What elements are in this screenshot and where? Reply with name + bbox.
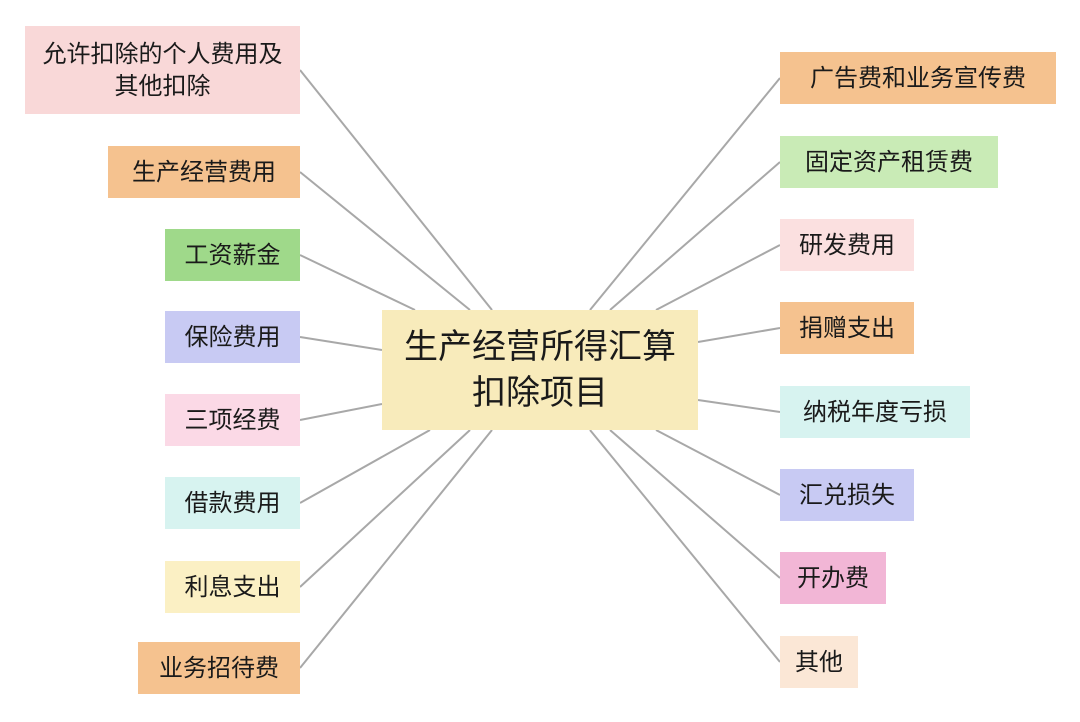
left-node-2-label: 工资薪金 (184, 241, 281, 269)
link-left-3 (299, 336, 383, 351)
left-node-0: 允许扣除的个人费用及其他扣除 (25, 26, 300, 114)
right-node-3-label: 捐赠支出 (799, 314, 895, 342)
right-node-5-label: 汇兑损失 (799, 481, 895, 509)
link-right-4 (697, 399, 781, 413)
right-node-7: 其他 (780, 636, 858, 688)
left-node-0-label: 允许扣除的个人费用及其他扣除 (42, 40, 283, 100)
link-right-3 (697, 327, 781, 343)
left-node-1-label: 生产经营费用 (132, 158, 276, 186)
right-node-6-label: 开办费 (797, 564, 869, 592)
link-right-5 (655, 429, 781, 496)
left-node-1: 生产经营费用 (108, 146, 300, 198)
right-node-4-label: 纳税年度亏损 (803, 398, 947, 426)
left-node-3: 保险费用 (165, 311, 300, 363)
center-label: 生产经营所得汇算扣除项目 (404, 327, 676, 413)
link-right-7 (589, 429, 781, 663)
link-right-2 (655, 244, 781, 311)
link-left-4 (299, 403, 383, 421)
right-node-5: 汇兑损失 (780, 469, 914, 521)
link-right-6 (609, 429, 781, 579)
link-left-6 (299, 429, 471, 588)
link-left-1 (299, 171, 471, 311)
right-node-3: 捐赠支出 (780, 302, 914, 354)
left-node-6: 利息支出 (165, 561, 300, 613)
center-node: 生产经营所得汇算扣除项目 (382, 310, 698, 430)
right-node-1-label: 固定资产租赁费 (805, 148, 973, 176)
left-node-7-label: 业务招待费 (159, 654, 279, 682)
right-node-4: 纳税年度亏损 (780, 386, 970, 438)
link-left-7 (299, 429, 493, 669)
link-right-1 (609, 161, 781, 311)
left-node-5: 借款费用 (165, 477, 300, 529)
link-left-0 (299, 69, 493, 311)
left-node-4: 三项经费 (165, 394, 300, 446)
left-node-6-label: 利息支出 (184, 573, 281, 601)
left-node-5-label: 借款费用 (184, 489, 281, 517)
left-node-3-label: 保险费用 (184, 323, 281, 351)
right-node-2: 研发费用 (780, 219, 914, 271)
link-left-2 (299, 254, 416, 311)
link-left-5 (299, 429, 431, 504)
left-node-4-label: 三项经费 (184, 406, 281, 434)
right-node-1: 固定资产租赁费 (780, 136, 998, 188)
right-node-7-label: 其他 (795, 648, 843, 676)
right-node-2-label: 研发费用 (799, 231, 895, 259)
left-node-2: 工资薪金 (165, 229, 300, 281)
left-node-7: 业务招待费 (138, 642, 300, 694)
right-node-6: 开办费 (780, 552, 886, 604)
right-node-0-label: 广告费和业务宣传费 (810, 64, 1026, 92)
right-node-0: 广告费和业务宣传费 (780, 52, 1056, 104)
link-right-0 (589, 77, 781, 311)
